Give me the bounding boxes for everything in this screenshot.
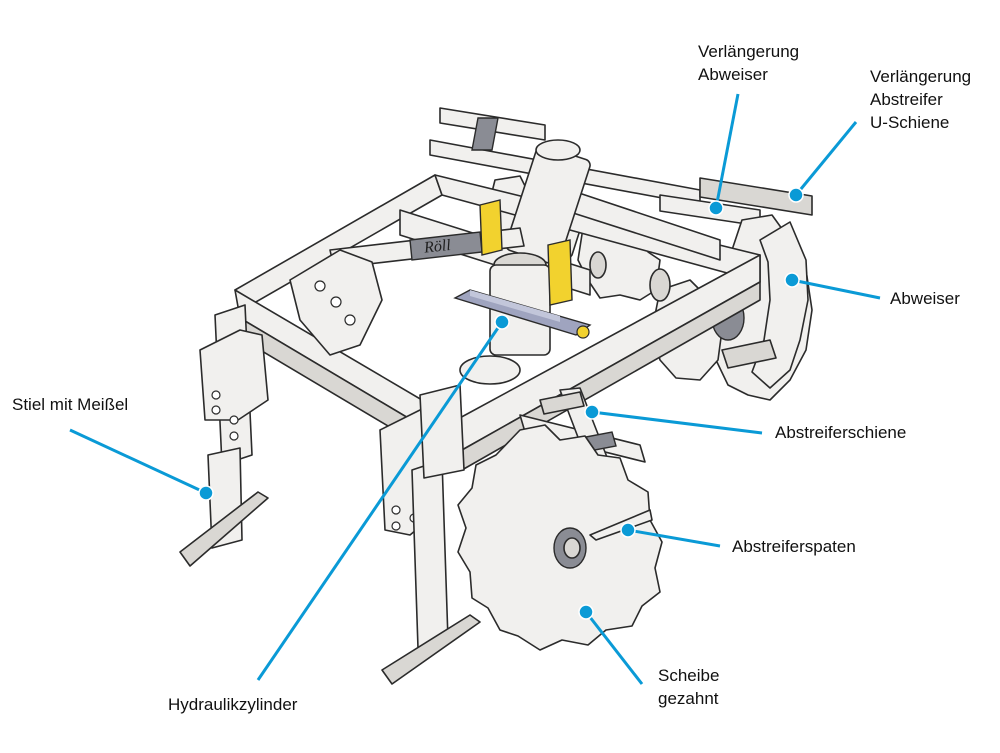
brand-badge: Röll	[422, 237, 452, 257]
dot-abstreiferschiene	[584, 404, 600, 420]
label-verlaengerung-abstreifer: Verlängerung Abstreifer U-Schiene	[870, 65, 971, 134]
deflector-plate	[721, 221, 809, 389]
dot-stiel-mit-meissel	[198, 485, 214, 501]
label-hydraulikzylinder: Hydraulikzylinder	[168, 693, 297, 716]
label-stiel-mit-meissel: Stiel mit Meißel	[12, 393, 128, 416]
toothed-disc	[457, 424, 663, 651]
label-line: Verlängerung	[870, 67, 972, 86]
dot-hydraulikzylinder	[494, 314, 510, 330]
leader-verlaengerung-abstreifer	[794, 121, 858, 196]
shank-left	[179, 304, 269, 567]
leader-scheibe-gezahnt	[584, 611, 644, 685]
label-line: Abweiser	[698, 65, 768, 84]
label-line: Abstreifer	[870, 90, 943, 109]
hydraulic-cylinder	[453, 289, 592, 339]
leader-verlaengerung-abweiser	[714, 93, 740, 209]
shank-right	[379, 384, 481, 685]
label-scheibe-gezahnt: Scheibe gezahnt	[658, 664, 719, 710]
label-line: Abstreiferschiene	[775, 423, 907, 442]
leader-stiel-mit-meissel	[69, 428, 207, 495]
dot-verlaengerung-abstreifer	[788, 187, 804, 203]
leader-abstreiferschiene	[591, 410, 763, 435]
leader-abweiser	[791, 278, 881, 300]
label-verlaengerung-abweiser: Verlängerung Abweiser	[698, 40, 799, 86]
dot-abweiser	[784, 272, 800, 288]
leader-lines	[69, 93, 881, 685]
leader-abstreiferspaten	[627, 528, 721, 548]
label-line: U-Schiene	[870, 113, 950, 132]
dot-verlaengerung-abweiser	[708, 200, 724, 216]
label-line: Stiel mit Meißel	[12, 395, 129, 414]
label-line: Abstreiferspaten	[732, 537, 856, 556]
label-line: Verlängerung	[698, 42, 800, 61]
label-line: Hydraulikzylinder	[168, 695, 298, 714]
dot-scheibe-gezahnt	[578, 604, 594, 620]
label-line: Abweiser	[890, 289, 960, 308]
label-abweiser: Abweiser	[890, 287, 960, 310]
leader-hydraulikzylinder	[256, 321, 504, 681]
label-abstreiferspaten: Abstreiferspaten	[732, 535, 856, 558]
label-line: Scheibe	[658, 666, 720, 685]
label-line: gezahnt	[658, 689, 719, 708]
dot-abstreiferspaten	[620, 522, 636, 538]
central-linkage	[289, 139, 591, 385]
label-abstreiferschiene: Abstreiferschiene	[775, 421, 906, 444]
